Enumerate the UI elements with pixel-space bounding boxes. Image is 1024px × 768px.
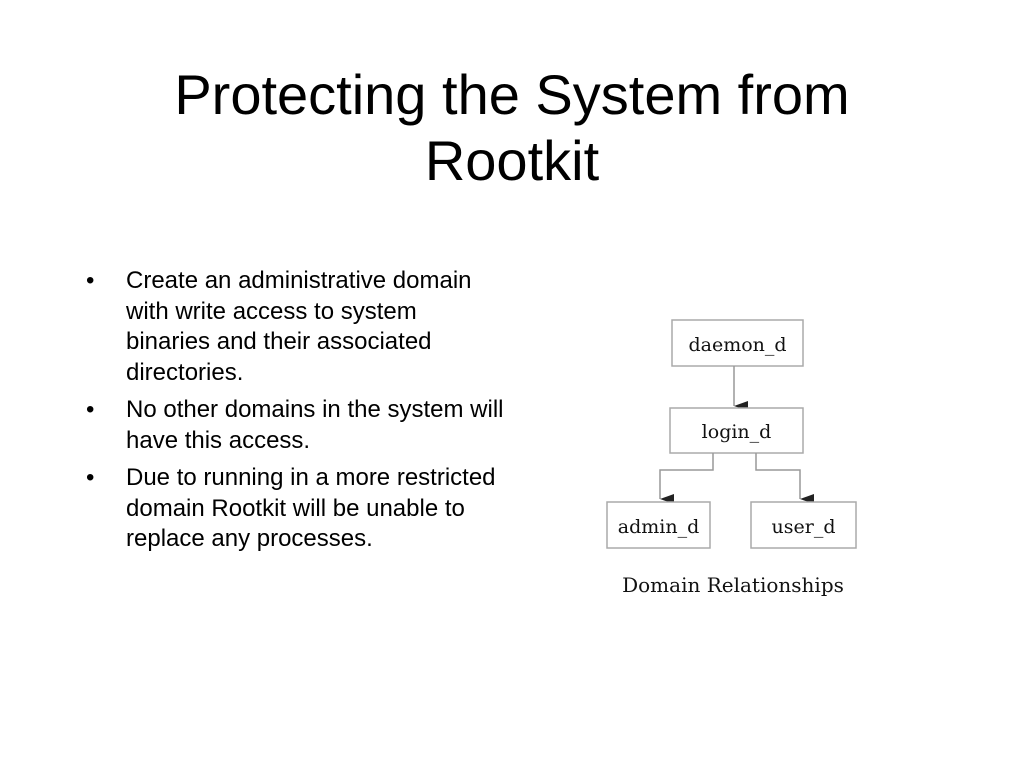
node-daemon-box — [671, 319, 804, 367]
bullet-text: No other domains in the system will have… — [126, 396, 504, 454]
bullet-list: • Create an administrative domain with w… — [86, 266, 506, 562]
bullet-text: Create an administrative domain with wri… — [126, 267, 472, 386]
domain-relationships-diagram: daemon_d login_d admin_d user_d Domain R… — [600, 312, 860, 613]
diagram-svg: daemon_d login_d admin_d user_d Domain R… — [606, 319, 857, 597]
edge-login-user — [755, 453, 814, 504]
bullet-item: • Create an administrative domain with w… — [86, 266, 506, 388]
node-admin-label: admin_d — [618, 516, 699, 538]
bullet-item: • No other domains in the system will ha… — [86, 395, 506, 456]
slide-title: Protecting the System from Rootkit — [60, 62, 964, 194]
bullet-item: • Due to running in a more restricted do… — [86, 463, 506, 555]
node-daemon-label: daemon_d — [688, 334, 786, 356]
bullet-text: Due to running in a more restricted doma… — [126, 464, 496, 552]
diagram-caption: Domain Relationships — [622, 573, 844, 597]
bullet-marker: • — [86, 396, 95, 423]
node-admin-box — [606, 501, 711, 549]
bullet-marker: • — [86, 464, 95, 491]
edge-login-admin — [659, 453, 714, 504]
bullet-marker: • — [86, 267, 95, 294]
slide-title-line-1: Protecting the System from — [174, 63, 850, 126]
node-login-box — [669, 407, 804, 454]
node-login-label: login_d — [702, 421, 772, 443]
node-user-box — [750, 501, 857, 549]
node-user-label: user_d — [772, 516, 836, 538]
slide-title-line-2: Rootkit — [424, 129, 600, 192]
